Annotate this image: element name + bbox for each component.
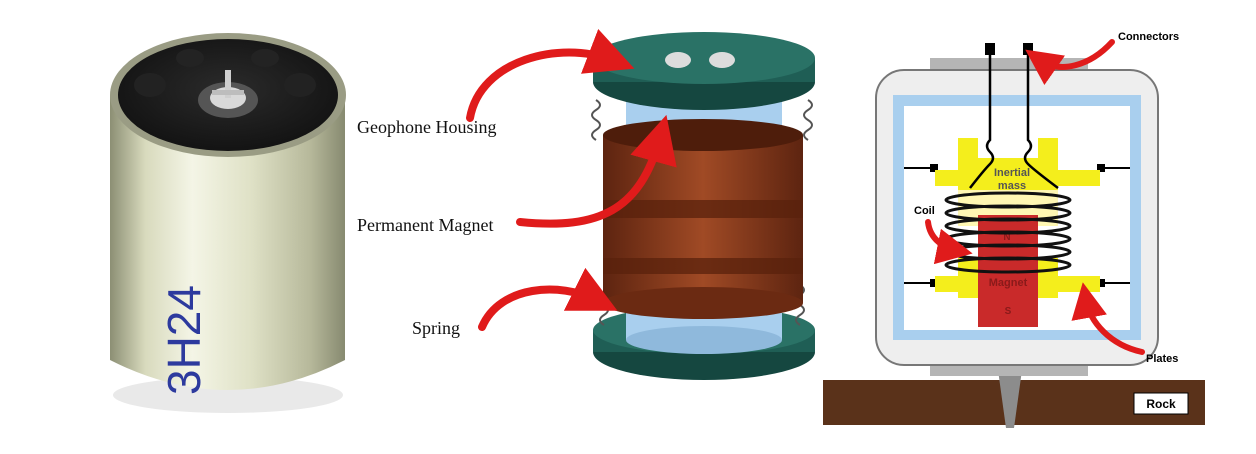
connectors-arrow — [1025, 39, 1115, 86]
schematic-arrows — [925, 39, 1145, 355]
cap-dimple — [134, 73, 166, 97]
label-inertial: Inertial — [994, 167, 1030, 179]
housing-arrow — [466, 28, 635, 122]
terminal-button — [665, 52, 691, 68]
connector-pin — [1023, 43, 1033, 55]
label-magnet: Magnet — [989, 277, 1028, 289]
label-geophone-housing: Geophone Housing — [357, 117, 496, 137]
label-connectors: Connectors — [1118, 31, 1179, 43]
magnet-bottom — [626, 326, 782, 354]
coil-bottom — [603, 287, 803, 319]
can-marking: 3H24 — [158, 285, 210, 395]
terminal-tab — [212, 90, 244, 95]
plates-arrow — [1071, 282, 1145, 355]
geophone-photo: 3H24 — [110, 33, 346, 413]
callout-arrows — [466, 28, 677, 331]
can-shadow — [113, 377, 343, 413]
coil-top — [603, 119, 803, 151]
top-plate-top — [593, 32, 815, 84]
spring-arrow — [478, 267, 618, 331]
wire-terminal — [1097, 164, 1105, 172]
label-plates: Plates — [1146, 353, 1178, 365]
connector-pin — [985, 43, 995, 55]
wire-terminal — [930, 279, 938, 287]
coil-windings — [944, 191, 1072, 274]
cap-dimple — [284, 73, 316, 97]
label-rock: Rock — [1146, 397, 1176, 411]
coil-winding — [603, 135, 803, 303]
can-body — [110, 95, 345, 390]
cap-dimple — [251, 49, 279, 67]
coil-band — [603, 200, 803, 218]
terminal-button — [709, 52, 735, 68]
rock-label-box — [1133, 392, 1189, 415]
wire-terminal — [930, 164, 938, 172]
geophone-schematic: Rock N Magnet S Inertial mass — [823, 31, 1205, 428]
ground-spike — [998, 370, 1022, 428]
label-coil: Coil — [914, 205, 935, 217]
coil-band — [603, 258, 803, 274]
geophone-model: Geophone Housing Permanent Magnet Spring — [357, 28, 815, 380]
label-mass: mass — [998, 180, 1026, 192]
terminal-pin — [225, 70, 231, 98]
label-permanent-magnet: Permanent Magnet — [357, 215, 493, 235]
cap-dimple — [176, 49, 204, 67]
label-spring: Spring — [412, 318, 460, 338]
connector-leads — [969, 50, 1059, 189]
label-magnet-south: S — [1005, 306, 1012, 317]
coil-arrow — [925, 219, 973, 265]
magnet-arrow — [516, 114, 677, 228]
label-magnet-north: N — [1003, 232, 1010, 243]
